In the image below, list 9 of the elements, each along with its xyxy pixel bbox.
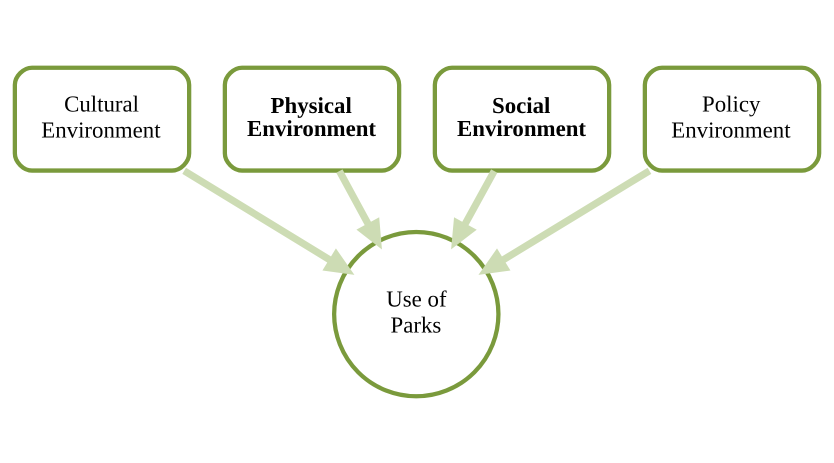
- arrow: [336, 168, 382, 249]
- node-circle: Use of Parks: [332, 229, 501, 398]
- node-box: Social Environment: [432, 65, 612, 172]
- node-box: Physical Environment: [222, 65, 402, 172]
- arrow: [451, 168, 498, 249]
- node-box: Cultural Environment: [12, 65, 192, 172]
- node-box: Policy Environment: [642, 65, 822, 172]
- arrow: [478, 167, 652, 274]
- arrow: [182, 167, 354, 274]
